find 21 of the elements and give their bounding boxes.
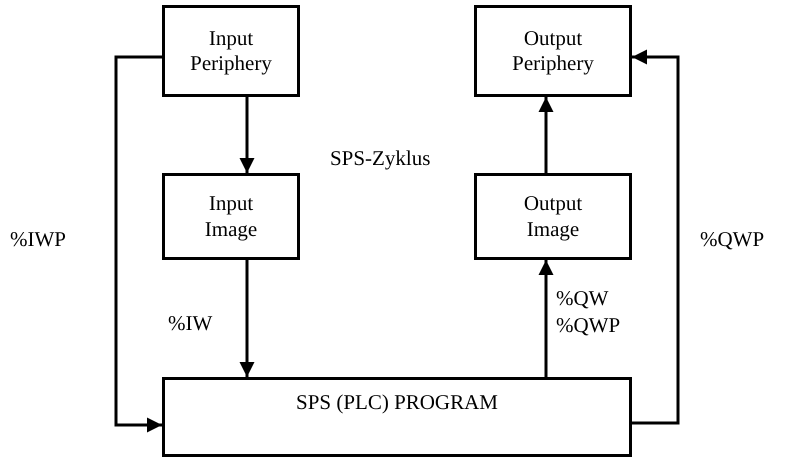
arrow xyxy=(538,97,554,173)
arrow xyxy=(240,97,254,173)
box-label: Output Periphery xyxy=(511,26,595,76)
edge-label: %QWP xyxy=(700,226,764,253)
process-box xyxy=(162,173,300,260)
edge-label: %IW xyxy=(168,310,212,337)
box-label: Input Image xyxy=(204,191,258,242)
arrow xyxy=(240,260,254,377)
edge-label: %IWP xyxy=(10,226,66,253)
process-box xyxy=(474,173,632,260)
process-box xyxy=(474,5,632,97)
process-box xyxy=(162,377,632,457)
box-label: Input Periphery xyxy=(189,26,273,76)
box-label: Output Image xyxy=(522,191,584,242)
cycle-label: SPS-Zyklus xyxy=(330,145,430,172)
arrow xyxy=(632,50,680,424)
process-box xyxy=(162,5,300,97)
box-label: SPS (PLC) PROGRAM xyxy=(296,390,498,416)
arrow xyxy=(114,56,162,432)
arrow xyxy=(538,260,554,377)
edge-label: %QW %QWP xyxy=(556,285,618,340)
